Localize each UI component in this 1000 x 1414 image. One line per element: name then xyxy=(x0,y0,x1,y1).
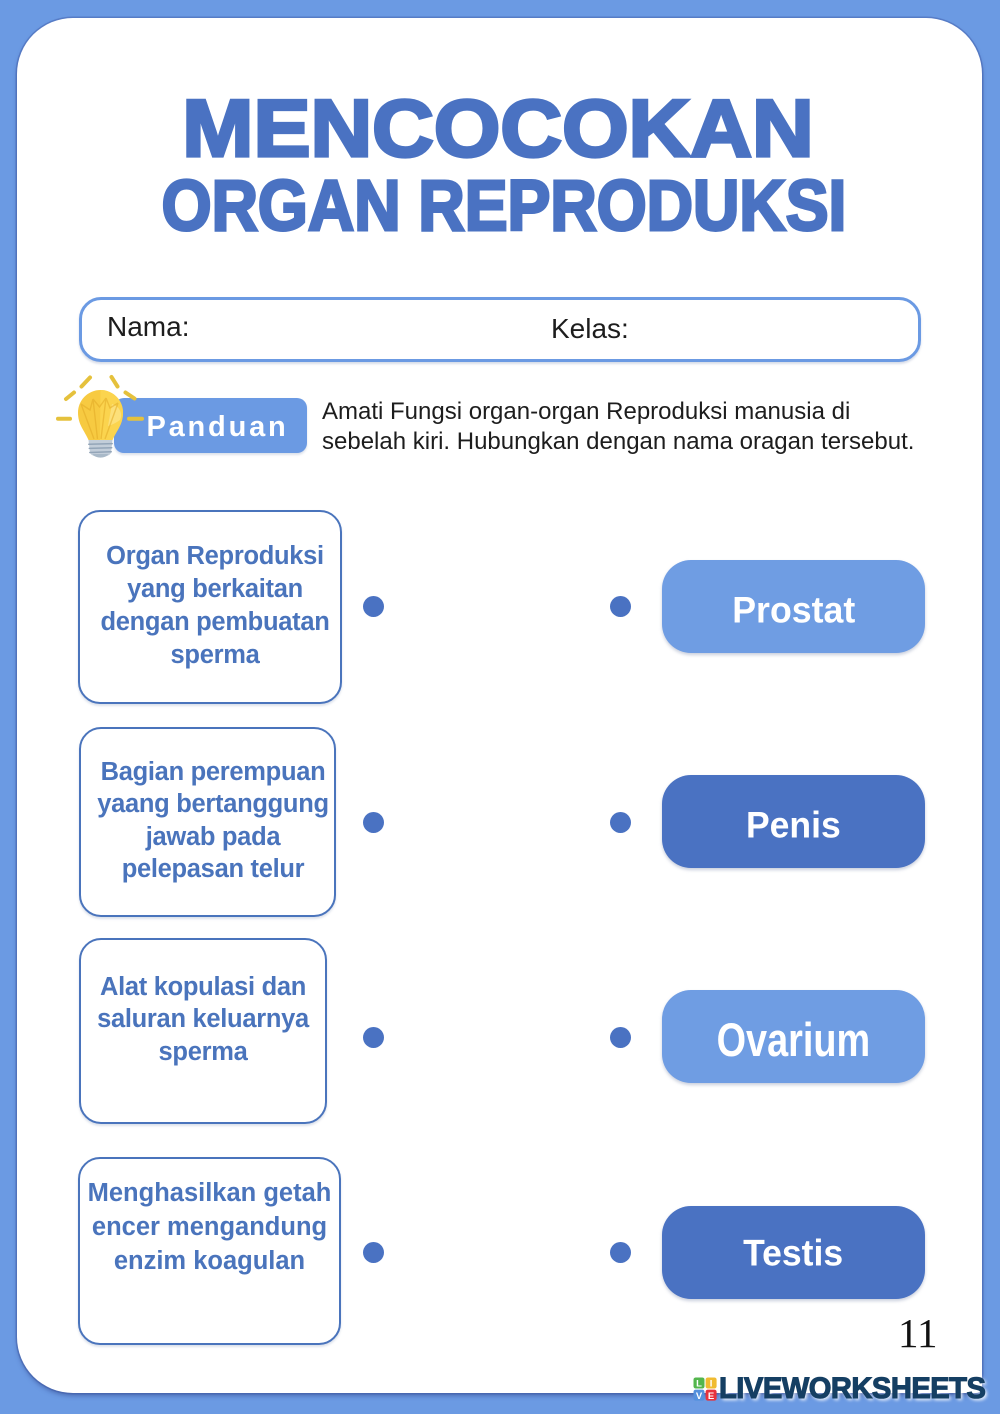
svg-text:E: E xyxy=(708,1391,714,1402)
svg-text:V: V xyxy=(696,1391,703,1402)
svg-text:L: L xyxy=(696,1379,702,1390)
svg-text:I: I xyxy=(710,1379,713,1390)
